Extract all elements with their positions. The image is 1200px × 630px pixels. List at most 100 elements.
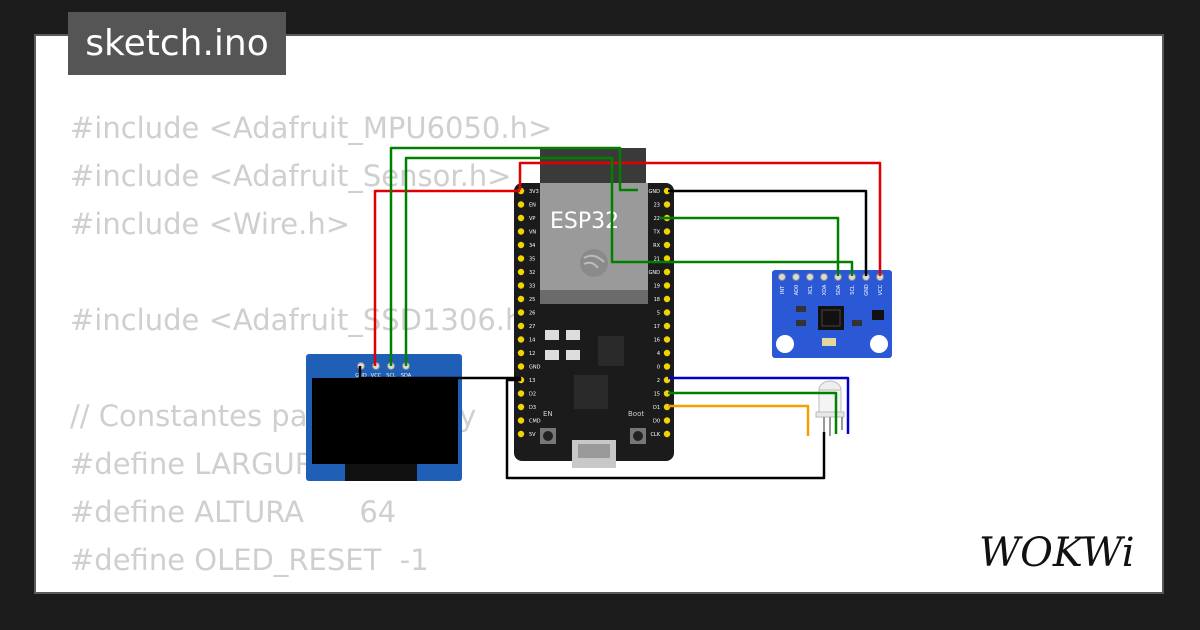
esp32-pin[interactable] bbox=[517, 282, 525, 289]
esp32-pin[interactable] bbox=[663, 417, 671, 424]
esp32-pin[interactable] bbox=[663, 228, 671, 235]
mpu-pin-label: XCL bbox=[808, 285, 814, 295]
esp32-pin[interactable] bbox=[517, 349, 525, 357]
esp32-pin[interactable] bbox=[663, 187, 671, 195]
en-label: EN bbox=[543, 410, 553, 418]
svg-text:WOKWi: WOKWi bbox=[979, 530, 1135, 576]
boot-label: Boot bbox=[628, 410, 644, 418]
esp32-pin-label: 19 bbox=[654, 284, 660, 290]
oled-pin-label: SDA bbox=[401, 373, 412, 379]
esp32-pin[interactable] bbox=[663, 309, 671, 316]
esp32-label: ESP32 bbox=[550, 209, 619, 234]
esp32-pin-label: CMD bbox=[529, 419, 541, 425]
esp32-pin[interactable] bbox=[517, 417, 525, 424]
esp32-pin[interactable] bbox=[663, 322, 671, 330]
code-line: #define SCREEN_ADDRESS 0x3C bbox=[70, 584, 552, 592]
esp32-pin-label: 3V3 bbox=[529, 189, 539, 195]
esp32-pin-label: 17 bbox=[654, 324, 660, 330]
esp32-board[interactable]: ESP32 EN Boot 3V3ENVPVN34353233252627141… bbox=[514, 148, 674, 468]
wires bbox=[358, 146, 882, 480]
esp32-pin-label: 34 bbox=[529, 243, 535, 249]
esp32-pin-label: 32 bbox=[529, 270, 535, 276]
esp32-pin-label: 2 bbox=[657, 378, 660, 384]
esp32-pin-label: 13 bbox=[529, 378, 535, 384]
rgb-led[interactable] bbox=[815, 380, 845, 436]
wire-green-oled-scl bbox=[389, 146, 638, 366]
esp32-pin[interactable] bbox=[663, 268, 671, 276]
wire-green-led bbox=[668, 391, 838, 434]
mpu-pin-label: GND bbox=[864, 284, 870, 296]
oled-pin-label: SCL bbox=[386, 373, 396, 379]
esp32-pin-label: 18 bbox=[654, 297, 660, 303]
mpu-pin-label: VCC bbox=[878, 284, 884, 295]
esp32-pin[interactable] bbox=[517, 363, 525, 370]
esp32-pin-label: 4 bbox=[657, 351, 660, 357]
esp32-pin-label: RX bbox=[653, 243, 660, 249]
esp32-pin[interactable] bbox=[663, 430, 671, 438]
esp32-left-pin-header: 3V3ENVPVN343532332526271412GND13D2D3CMD5… bbox=[517, 187, 541, 438]
esp32-pin[interactable] bbox=[517, 322, 525, 330]
esp32-pin-label: GND bbox=[649, 270, 661, 276]
esp32-pin[interactable] bbox=[517, 309, 525, 316]
esp32-pin[interactable] bbox=[517, 295, 525, 303]
diagram-canvas[interactable]: #include <Adafruit_MPU6050.h>#include <A… bbox=[34, 34, 1164, 594]
esp32-pin-label: 15 bbox=[654, 392, 660, 398]
esp32-pin[interactable] bbox=[517, 241, 525, 249]
esp32-pin-label: 5 bbox=[657, 311, 660, 317]
wire-red-oled-vcc bbox=[373, 189, 520, 366]
mpu-pin-label: SCL bbox=[850, 285, 856, 295]
esp32-pin-label: 27 bbox=[529, 324, 535, 330]
esp32-pin-label: 21 bbox=[654, 257, 660, 263]
esp32-pin[interactable] bbox=[517, 255, 525, 262]
esp32-pin-label: CLK bbox=[650, 432, 660, 438]
wokwi-logo: WOKWi bbox=[979, 530, 1135, 576]
esp32-pin[interactable] bbox=[517, 201, 525, 208]
mpu-pin[interactable] bbox=[820, 273, 828, 281]
esp32-pin[interactable] bbox=[663, 349, 671, 357]
mpu-pin[interactable] bbox=[778, 273, 786, 281]
esp32-pin[interactable] bbox=[517, 268, 525, 276]
esp32-pin[interactable] bbox=[517, 403, 525, 411]
mpu-pin[interactable] bbox=[806, 273, 814, 281]
mpu-pin[interactable] bbox=[792, 273, 800, 281]
code-line: #define OLED_RESET -1 bbox=[70, 543, 429, 577]
esp32-pin[interactable] bbox=[517, 214, 525, 222]
esp32-pin-label: VP bbox=[529, 216, 535, 222]
esp32-pin-label: 33 bbox=[529, 284, 535, 290]
mpu-pin-label: INT bbox=[780, 285, 786, 294]
esp32-pin[interactable] bbox=[663, 201, 671, 208]
esp32-pin[interactable] bbox=[663, 255, 671, 262]
esp32-pin-label: 12 bbox=[529, 351, 535, 357]
code-line: #include <Wire.h> bbox=[70, 207, 351, 241]
esp32-pin[interactable] bbox=[663, 241, 671, 249]
mpu-pin-label: XDA bbox=[822, 284, 828, 295]
mpu-pin-label: SDA bbox=[836, 284, 842, 295]
esp32-pin-label: 5V bbox=[529, 432, 536, 438]
esp32-pin[interactable] bbox=[663, 363, 671, 370]
esp32-pin-label: 14 bbox=[529, 338, 535, 344]
esp32-pin[interactable] bbox=[517, 336, 525, 343]
esp32-pin[interactable] bbox=[517, 390, 525, 397]
oled-pin-label: VCC bbox=[371, 373, 382, 379]
esp32-pin-label: 22 bbox=[654, 216, 660, 222]
esp32-pin[interactable] bbox=[663, 336, 671, 343]
esp32-pin-label: 35 bbox=[529, 257, 535, 263]
esp32-pin-label: D3 bbox=[529, 405, 536, 411]
wire-black-mpu-gnd bbox=[668, 189, 868, 276]
wire-orange-led bbox=[668, 404, 810, 436]
esp32-pin-label: D2 bbox=[529, 392, 536, 398]
file-tab[interactable]: sketch.ino bbox=[68, 12, 286, 75]
esp32-pin-label: D0 bbox=[653, 419, 660, 425]
esp32-pin[interactable] bbox=[517, 430, 525, 438]
code-line: #define ALTURA 64 bbox=[70, 495, 397, 529]
esp32-pin-label: 16 bbox=[654, 338, 660, 344]
esp32-pin[interactable] bbox=[663, 295, 671, 303]
esp32-pin[interactable] bbox=[517, 228, 525, 235]
esp32-pin-label: GND bbox=[649, 189, 661, 195]
esp32-pin[interactable] bbox=[663, 282, 671, 289]
